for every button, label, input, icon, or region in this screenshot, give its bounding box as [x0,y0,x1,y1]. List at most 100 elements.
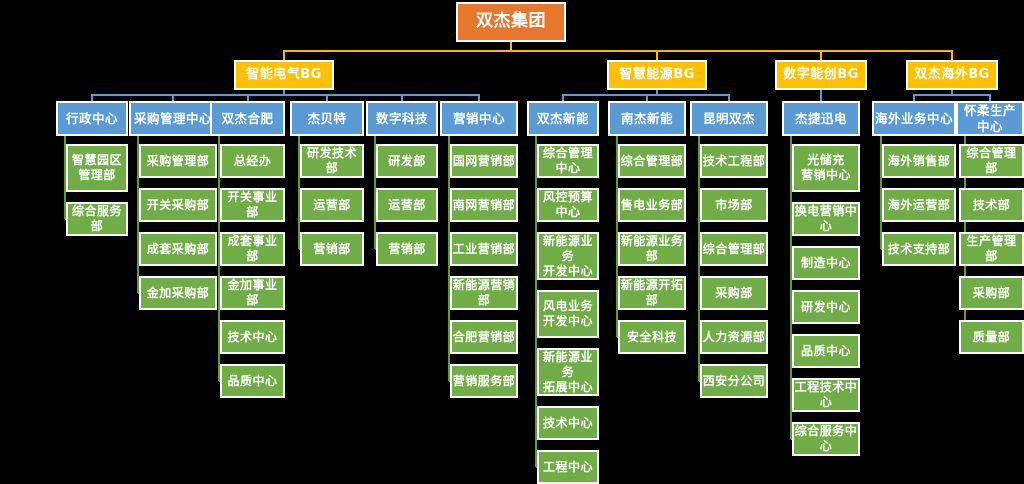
node-department-jiejiexundian-5[interactable]: 工程技术中心 [792,378,860,412]
node-department-xingzheng-0[interactable]: 智慧园区 管理部 [66,144,128,192]
connector-vertical [656,90,658,94]
node-department-shuangjiexinneng-1[interactable]: 风控预算中心 [537,188,599,222]
connector-vertical [698,136,700,381]
connector-vertical [298,136,300,249]
node-department-kunmingshuangjie-2[interactable]: 综合管理部 [700,232,768,266]
node-department-kunmingshuangjie-4[interactable]: 人力资源部 [700,320,768,354]
node-department-caigou-2[interactable]: 成套采购部 [139,232,217,266]
connector-horizontal [65,218,66,220]
node-division-8[interactable]: 昆明双杰 [690,101,768,136]
node-department-shuangjiexinneng-2[interactable]: 新能源业务 开发中心 [537,232,599,280]
connector-vertical [510,42,512,50]
connector-vertical [326,94,328,101]
node-department-jiebeite-1[interactable]: 运营部 [300,188,364,222]
node-department-hefei-1[interactable]: 开关事业部 [220,188,285,222]
node-department-huairou-2[interactable]: 生产管理部 [959,232,1024,266]
node-department-shuzikeji-0[interactable]: 研发部 [376,144,438,178]
node-department-kunmingshuangjie-1[interactable]: 市场部 [700,188,768,222]
node-department-haiwaiyewu-2[interactable]: 技术支持部 [882,232,956,266]
node-department-jiejiexundian-4[interactable]: 品质中心 [792,334,860,368]
node-department-shuangjiexinneng-4[interactable]: 新能源业务 拓展中心 [537,348,599,396]
node-department-nanjiexinneng-2[interactable]: 新能源业务部 [618,232,686,266]
connector-vertical [478,94,480,101]
node-department-kunmingshuangjie-0[interactable]: 技术工程部 [700,144,768,178]
node-department-haiwaiyewu-0[interactable]: 海外销售部 [882,144,956,178]
node-division-9[interactable]: 杰捷迅电 [782,101,860,136]
node-department-huairou-0[interactable]: 综合管理部 [959,144,1024,178]
node-department-shuzikeji-2[interactable]: 营销部 [376,232,438,266]
node-department-shuangjiexinneng-0[interactable]: 综合管理中心 [537,144,599,178]
node-division-10[interactable]: 海外业务中心 [872,101,956,136]
node-bg-2[interactable]: 数字能创BG [775,60,867,90]
connector-horizontal [617,336,618,338]
connector-vertical [246,94,249,101]
node-department-kunmingshuangjie-5[interactable]: 西安分公司 [700,364,768,398]
node-department-caigou-1[interactable]: 开关采购部 [139,188,217,222]
node-bg-0[interactable]: 智能电气BG [234,60,334,90]
node-department-nanjiexinneng-1[interactable]: 售电业务部 [618,188,686,222]
node-department-jiejiexundian-6[interactable]: 综合服务中心 [792,422,860,456]
node-division-5[interactable]: 营销中心 [440,101,518,136]
connector-vertical [91,94,93,101]
connector-vertical [374,136,376,249]
node-department-jiejiexundian-0[interactable]: 光储充 营销中心 [792,144,860,192]
node-department-kunmingshuangjie-3[interactable]: 采购部 [700,276,768,310]
node-department-jiejiexundian-1[interactable]: 换电营销中心 [792,202,860,236]
connector-horizontal [219,380,220,382]
connector-vertical [535,136,537,467]
node-bg-1[interactable]: 智慧能源BG [607,60,707,90]
node-department-hefei-4[interactable]: 技术中心 [220,320,285,354]
node-department-caigou-0[interactable]: 采购管理部 [139,144,217,178]
node-bg-3[interactable]: 双杰海外BG [906,60,998,90]
node-department-yingxiao-1[interactable]: 南网营销部 [450,188,518,222]
connector-vertical [989,94,991,101]
connector-vertical [820,94,822,101]
node-department-shuangjiexinneng-5[interactable]: 技术中心 [537,406,599,440]
node-department-haiwaiyewu-1[interactable]: 海外运营部 [882,188,956,222]
node-department-huairou-4[interactable]: 质量部 [959,320,1024,354]
node-department-yingxiao-4[interactable]: 合肥营销部 [450,320,518,354]
node-division-1[interactable]: 采购管理中心 [129,101,217,136]
org-chart-canvas: 双杰集团智能电气BG 智慧能源BG 数字能创BG 双杰海外BG 行政中心智慧园区 管理部… [56,2,1024,484]
connector-vertical [218,136,220,381]
node-department-jiejiexundian-2[interactable]: 制造中心 [792,246,860,280]
node-department-jiebeite-2[interactable]: 营销部 [300,232,364,266]
node-department-xingzheng-1[interactable]: 综合服务部 [66,202,128,236]
node-division-0[interactable]: 行政中心 [56,101,128,136]
connector-vertical [656,50,658,60]
node-department-huairou-3[interactable]: 采购部 [959,276,1024,310]
node-department-nanjiexinneng-3[interactable]: 新能源开拓部 [618,276,686,310]
connector-vertical [951,50,953,60]
connector-horizontal [299,248,300,250]
node-department-hefei-3[interactable]: 金加事业部 [220,276,285,310]
node-department-shuangjiexinneng-6[interactable]: 工程中心 [537,450,599,484]
node-root[interactable]: 双杰集团 [456,2,566,42]
node-department-huairou-1[interactable]: 技术部 [959,188,1024,222]
node-department-caigou-3[interactable]: 金加采购部 [139,276,217,310]
node-department-jiejiexundian-3[interactable]: 研发中心 [792,290,860,324]
node-department-yingxiao-5[interactable]: 营销服务部 [450,364,518,398]
node-division-11[interactable]: 怀柔生产中心 [956,101,1024,136]
node-department-nanjiexinneng-4[interactable]: 安全科技 [618,320,686,354]
node-department-hefei-5[interactable]: 品质中心 [220,364,285,398]
node-department-hefei-2[interactable]: 成套事业部 [220,232,285,266]
node-division-3[interactable]: 杰贝特 [290,101,364,136]
node-department-hefei-0[interactable]: 总经办 [220,144,285,178]
node-department-shuzikeji-1[interactable]: 运营部 [376,188,438,222]
connector-vertical [64,136,66,219]
node-division-6[interactable]: 双杰新能 [527,101,599,136]
node-division-7[interactable]: 南杰新能 [608,101,686,136]
connector-vertical [790,136,792,439]
node-department-jiebeite-0[interactable]: 研发技术部 [300,144,364,178]
connector-vertical [401,94,403,101]
connector-horizontal [791,438,792,440]
node-department-nanjiexinneng-0[interactable]: 综合管理部 [618,144,686,178]
node-department-yingxiao-3[interactable]: 新能源营销部 [450,276,518,310]
node-department-yingxiao-0[interactable]: 国网营销部 [450,144,518,178]
node-division-2[interactable]: 双杰合肥 [210,101,285,136]
node-division-4[interactable]: 数字科技 [366,101,438,136]
node-department-yingxiao-2[interactable]: 工业营销部 [450,232,518,266]
connector-vertical [820,90,822,94]
node-department-shuangjiexinneng-3[interactable]: 风电业务 开发中心 [537,290,599,338]
connector-horizontal [913,94,991,96]
